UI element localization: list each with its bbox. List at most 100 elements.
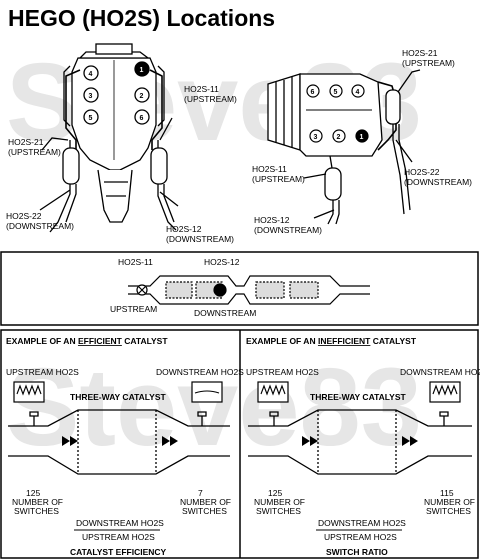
- exhaust-downstream: DOWNSTREAM: [194, 308, 256, 318]
- heading-emphasis: INEFFICIENT: [318, 336, 371, 346]
- upstream-waveform: [260, 384, 286, 396]
- label-r-ho2s-11-pos: (UPSTREAM): [252, 174, 305, 184]
- cyl-label: 3: [314, 134, 318, 141]
- heading-pre: EXAMPLE OF AN: [246, 336, 318, 346]
- label-ho2s-12: HO2S-12: [166, 224, 202, 234]
- heading-post: CATALYST: [370, 336, 416, 346]
- switches-label-1: NUMBER OF: [180, 497, 231, 507]
- cylinder-3: [309, 129, 323, 143]
- exhaust-ho2s-11: HO2S-11: [118, 257, 153, 267]
- label-ho2s-21-pos: (UPSTREAM): [8, 147, 61, 157]
- upstream-label: UPSTREAM HO2S: [6, 367, 79, 377]
- engine-left-cylinders: 4 3 5 2 6 1: [83, 61, 150, 125]
- switches-label-2: SWITCHES: [182, 506, 227, 516]
- switches-label-1: NUMBER OF: [12, 497, 63, 507]
- label-r-ho2s-21: HO2S-21: [402, 48, 438, 58]
- label-ho2s-11: HO2S-11: [184, 84, 219, 94]
- cylinder-6: [134, 109, 150, 125]
- exhaust-panel: [0, 251, 479, 326]
- upstream-waveform: [16, 384, 42, 396]
- upstream-signal-box: [257, 381, 289, 403]
- label-ho2s-22: HO2S-22: [6, 211, 42, 221]
- cyl-label: 4: [356, 89, 360, 96]
- ratio-numerator: DOWNSTREAM HO2S: [76, 518, 164, 528]
- label-ho2s-21: HO2S-21: [8, 137, 44, 147]
- cylinder-3: [83, 87, 99, 103]
- cyl-label: 6: [140, 115, 144, 122]
- efficient-footer: CATALYST EFFICIENCY: [70, 547, 167, 557]
- ratio-denominator: UPSTREAM HO2S: [324, 532, 397, 542]
- label-ho2s-11-pos: (UPSTREAM): [184, 94, 237, 104]
- cyl-label: 6: [311, 89, 315, 96]
- label-r-ho2s-22-pos: (DOWNSTREAM): [404, 177, 472, 187]
- cyl-label: 3: [89, 93, 93, 100]
- heading-post: CATALYST: [122, 336, 168, 346]
- label-r-ho2s-12-pos: (DOWNSTREAM): [254, 225, 322, 235]
- inefficient-heading: EXAMPLE OF AN INEFFICIENT CATALYST: [246, 336, 417, 346]
- cylinder-6: [306, 84, 320, 98]
- switches-label-1: NUMBER OF: [254, 497, 305, 507]
- cyl-label: 1: [140, 67, 144, 74]
- engine-right-cylinders: 6 5 4 3 2 1: [306, 84, 369, 143]
- label-r-ho2s-21-pos: (UPSTREAM): [402, 58, 455, 68]
- watermark-bottom: Steve83: [6, 346, 422, 469]
- downstream-label: DOWNSTREAM HO2S: [400, 367, 480, 377]
- ratio-numerator: DOWNSTREAM HO2S: [318, 518, 406, 528]
- catalyst-body: [248, 409, 472, 475]
- label-ho2s-12-pos: (DOWNSTREAM): [166, 234, 234, 244]
- switches-label-2: SWITCHES: [426, 506, 471, 516]
- exhaust-system: [128, 275, 370, 305]
- cylinder-1: [355, 129, 369, 143]
- catalyst-label: THREE-WAY CATALYST: [70, 392, 167, 402]
- switches-label-1: NUMBER OF: [424, 497, 475, 507]
- downstream-waveform: [432, 384, 458, 396]
- cyl-label: 5: [89, 115, 93, 122]
- label-ho2s-22-pos: (DOWNSTREAM): [6, 221, 74, 231]
- flow-arrow-in: [62, 436, 78, 446]
- switches-label-2: SWITCHES: [256, 506, 301, 516]
- cyl-label: 1: [360, 134, 364, 141]
- page-title: HEGO (HO2S) Locations: [8, 5, 275, 31]
- inefficient-footer: SWITCH RATIO: [326, 547, 388, 557]
- cylinder-2: [332, 129, 346, 143]
- cyl-label: 4: [89, 71, 93, 78]
- heading-pre: EXAMPLE OF AN: [6, 336, 78, 346]
- cylinder-1: [134, 61, 150, 77]
- cylinder-2: [134, 87, 150, 103]
- efficient-panel: EXAMPLE OF AN EFFICIENT CATALYST UPSTREA…: [6, 336, 244, 557]
- downstream-waveform: [194, 390, 220, 394]
- cylinder-5: [83, 109, 99, 125]
- catalyst-body: [8, 409, 230, 475]
- efficient-heading: EXAMPLE OF AN EFFICIENT CATALYST: [6, 336, 168, 346]
- exhaust-ho2s-12: HO2S-12: [204, 257, 240, 267]
- flow-arrow-out: [162, 436, 178, 446]
- label-r-ho2s-12: HO2S-12: [254, 215, 290, 225]
- exhaust-upstream: UPSTREAM: [110, 304, 157, 314]
- flow-arrow-in: [302, 436, 318, 446]
- label-r-ho2s-22: HO2S-22: [404, 167, 440, 177]
- cyl-label: 2: [337, 134, 341, 141]
- downstream-signal-box: [429, 381, 461, 403]
- cylinder-4: [351, 84, 365, 98]
- inefficient-panel: EXAMPLE OF AN INEFFICIENT CATALYST UPSTR…: [246, 336, 480, 557]
- catalyst-label: THREE-WAY CATALYST: [310, 392, 407, 402]
- ratio-denominator: UPSTREAM HO2S: [82, 532, 155, 542]
- upstream-count: 125: [26, 488, 40, 498]
- downstream-count: 115: [440, 488, 454, 498]
- cylinder-4: [83, 65, 99, 81]
- flow-arrow-out: [402, 436, 418, 446]
- cylinder-5: [329, 84, 343, 98]
- downstream-label: DOWNSTREAM HO2S: [156, 367, 244, 377]
- heading-emphasis: EFFICIENT: [78, 336, 123, 346]
- cyl-label: 2: [140, 93, 144, 100]
- downstream-count: 7: [198, 488, 203, 498]
- downstream-signal-box: [191, 381, 223, 403]
- label-r-ho2s-11: HO2S-11: [252, 164, 287, 174]
- engine-left: [39, 43, 179, 233]
- upstream-count: 125: [268, 488, 282, 498]
- cyl-label: 5: [334, 89, 338, 96]
- upstream-label: UPSTREAM HO2S: [246, 367, 319, 377]
- switches-label-2: SWITCHES: [14, 506, 59, 516]
